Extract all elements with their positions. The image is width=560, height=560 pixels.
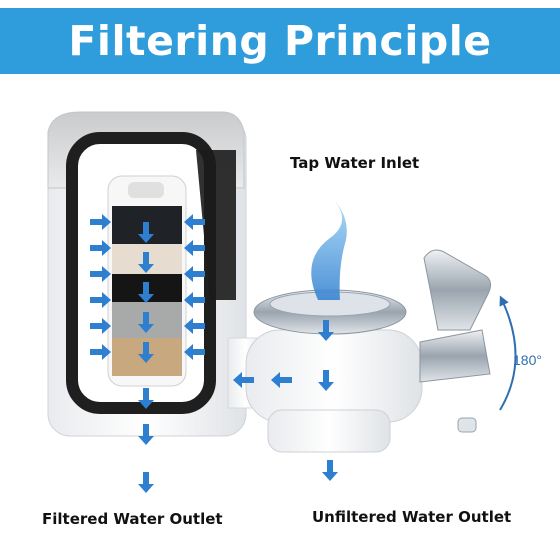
arrow-down-icon — [322, 460, 338, 481]
arrow-down-icon — [138, 222, 154, 243]
rotation-angle-label: 180° — [513, 352, 542, 368]
rotation-arc-icon — [499, 295, 517, 411]
arrow-left-icon — [184, 214, 205, 230]
arrow-right-icon — [90, 344, 111, 360]
arrow-right-icon — [90, 240, 111, 256]
arrow-left-icon — [184, 240, 205, 256]
arrow-left-icon — [233, 372, 254, 388]
filtered-water-outlet-label: Filtered Water Outlet — [42, 510, 223, 528]
arrow-right-icon — [90, 292, 111, 308]
page-title: Filtering Principle — [68, 17, 492, 65]
arrow-left-icon — [184, 266, 205, 282]
arrow-down-icon — [318, 370, 334, 391]
flow-arrows — [90, 214, 338, 493]
arrow-down-icon — [138, 342, 154, 363]
arrow-right-icon — [90, 318, 111, 334]
tap-water-inlet-label: Tap Water Inlet — [290, 154, 420, 172]
arrow-left-icon — [184, 344, 205, 360]
arrow-left-icon — [271, 372, 292, 388]
arrow-down-icon — [138, 252, 154, 273]
water-swirl-icon — [311, 200, 347, 300]
arrow-down-icon — [318, 320, 334, 341]
unfiltered-water-outlet-label: Unfiltered Water Outlet — [312, 508, 512, 526]
arrow-right-icon — [90, 214, 111, 230]
arrow-down-icon — [138, 424, 154, 445]
arrow-left-icon — [184, 292, 205, 308]
faucet-connector — [227, 249, 492, 453]
filter-cartridge — [107, 175, 187, 387]
arrow-right-icon — [90, 266, 111, 282]
arrow-down-icon — [138, 472, 154, 493]
arrow-down-icon — [138, 282, 154, 303]
arrow-down-icon — [138, 312, 154, 333]
arrow-left-icon — [184, 318, 205, 334]
title-banner: Filtering Principle — [0, 8, 560, 74]
arrow-down-icon — [138, 388, 154, 409]
